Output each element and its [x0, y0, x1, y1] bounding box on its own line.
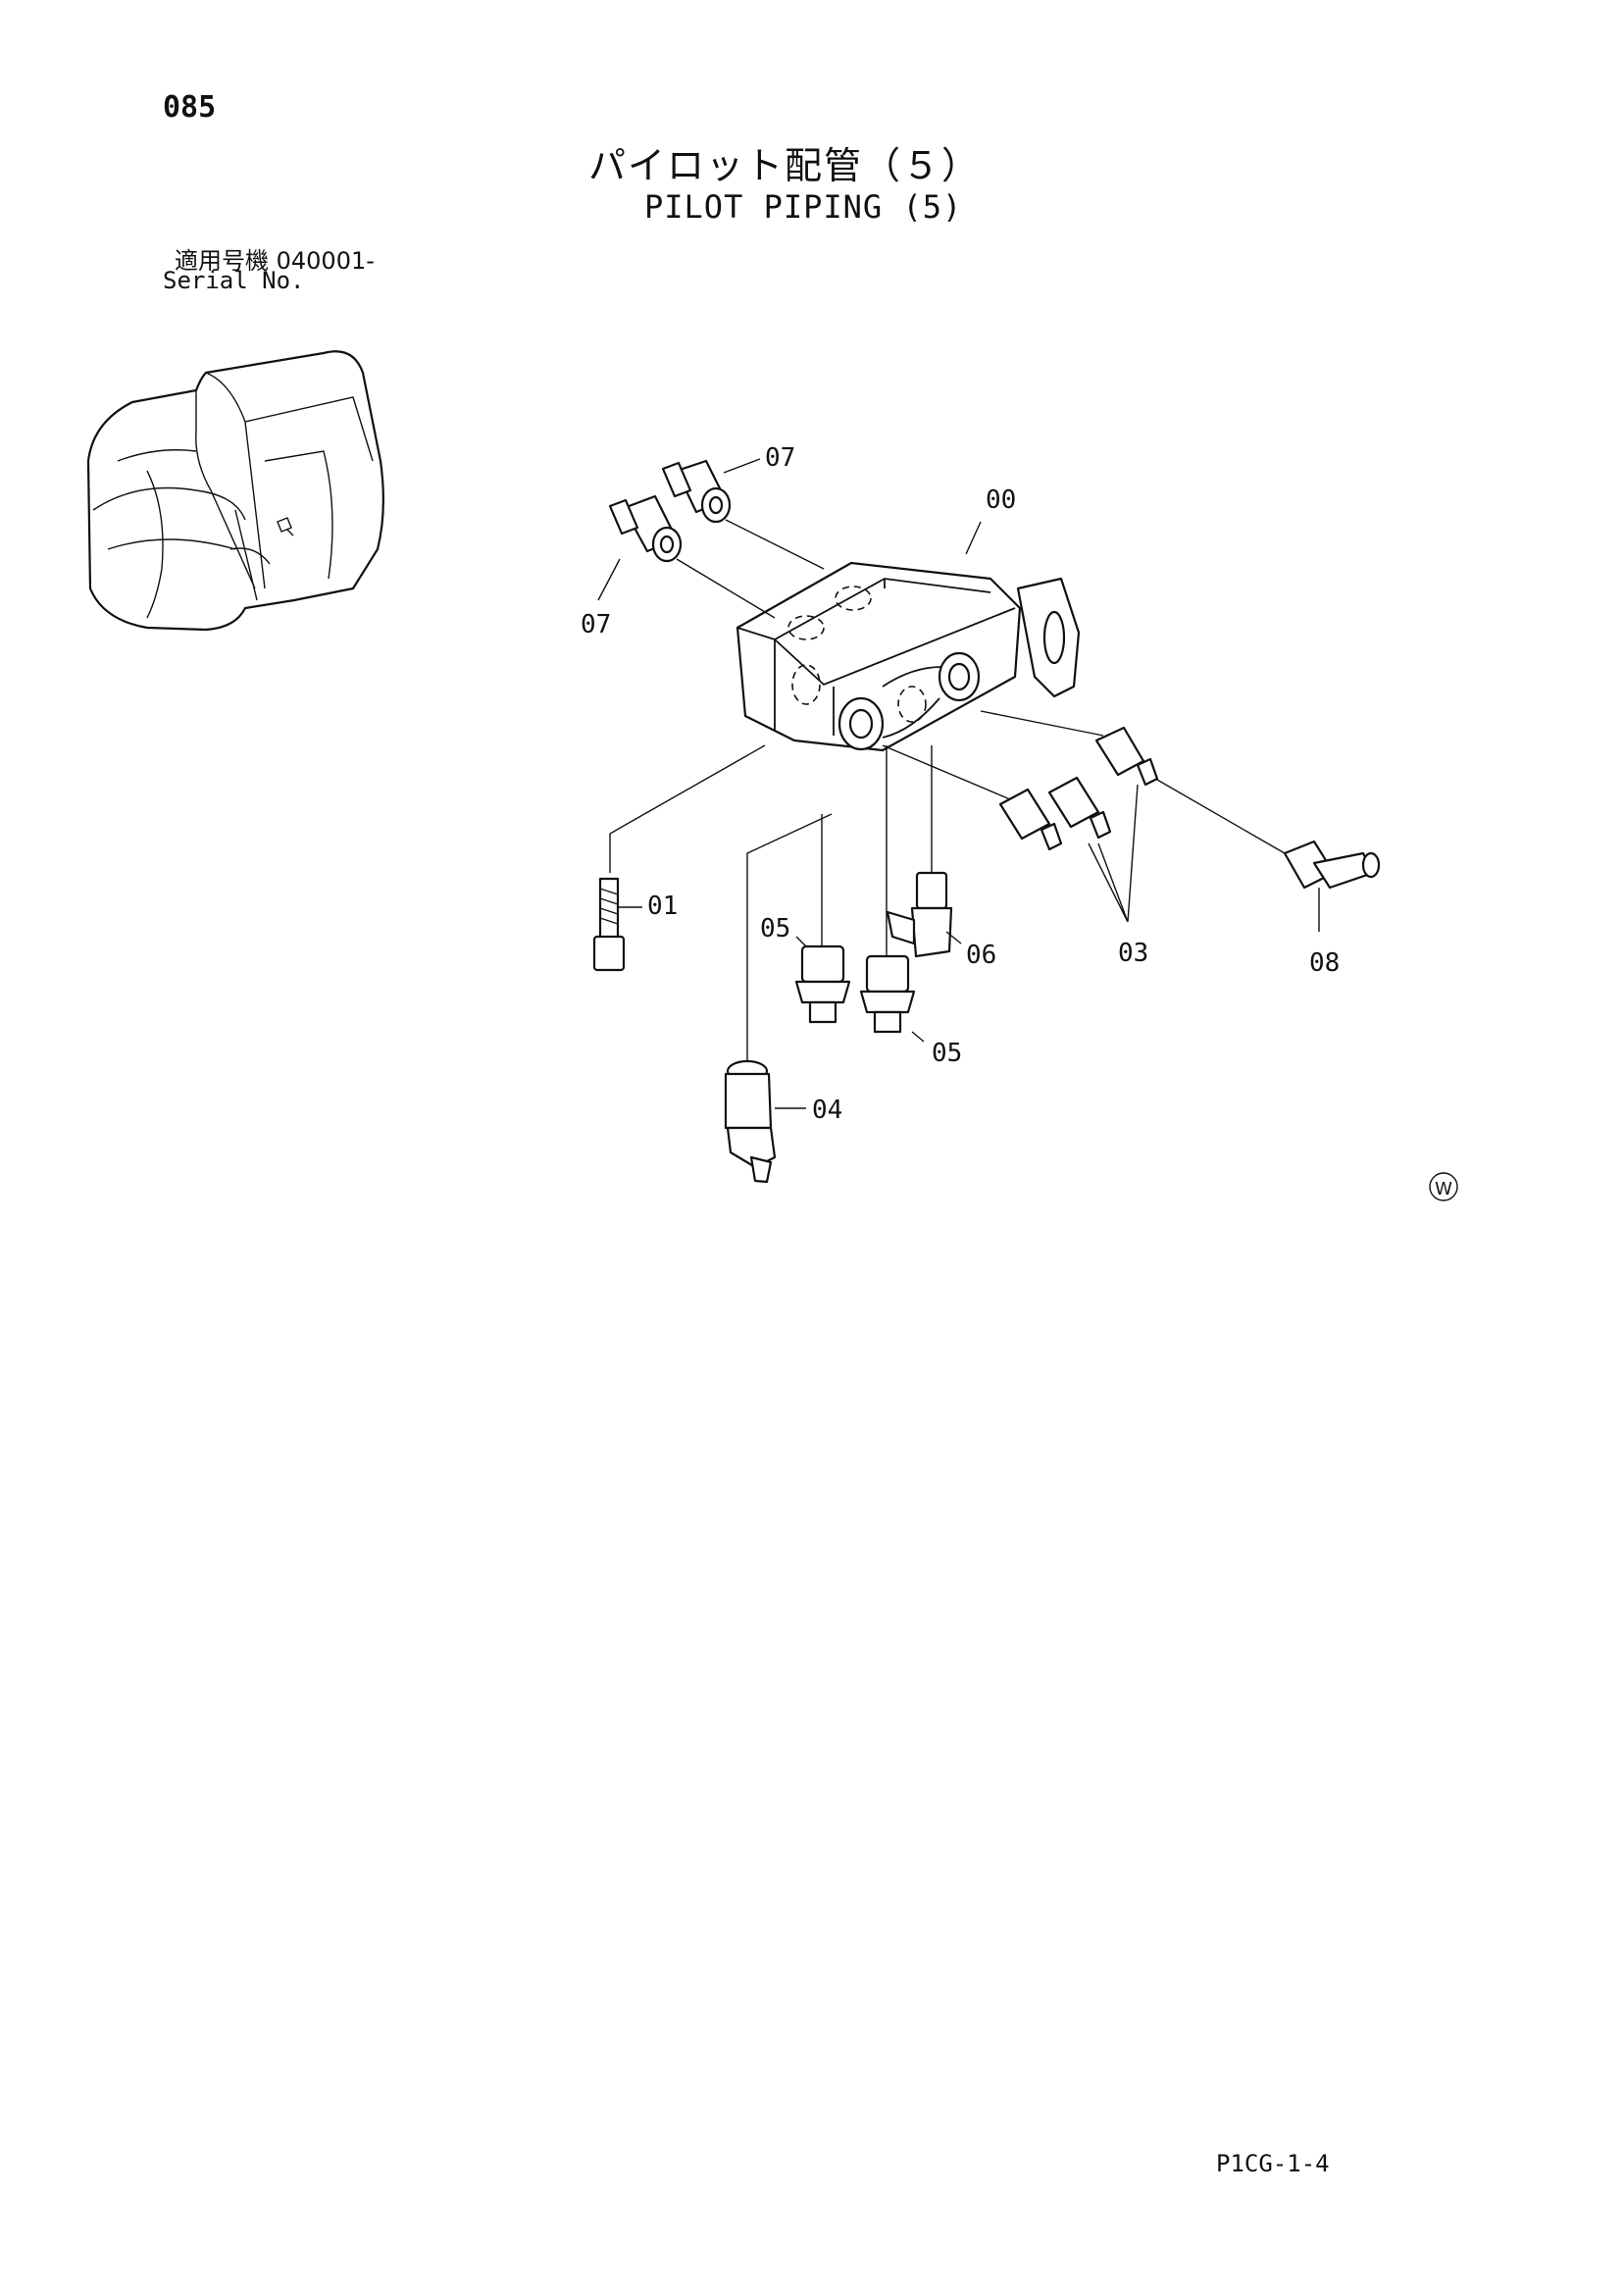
callout-08: 08: [1309, 948, 1340, 978]
callout-06: 06: [966, 941, 996, 970]
fitting-03-b: [1047, 776, 1112, 840]
callout-04: 04: [812, 1096, 842, 1125]
svg-text:W: W: [1435, 1179, 1452, 1199]
callout-07-upper: 07: [765, 443, 795, 473]
fitting-03-a: [998, 788, 1063, 851]
drawing-code: P1CG-1-4: [1216, 2150, 1330, 2177]
page-number: 085: [163, 90, 217, 125]
page-title-japanese: パイロット配管（５）: [588, 144, 982, 187]
fitting-07-upper: [661, 459, 732, 524]
callout-05-left: 05: [760, 914, 790, 944]
callout-00: 00: [986, 485, 1016, 515]
circled-w-mark: W: [1429, 1172, 1458, 1201]
callout-03: 03: [1118, 939, 1148, 968]
page-title-english: PILOT PIPING (5): [644, 188, 963, 226]
machine-overview-illustration: [86, 350, 384, 632]
fitting-05-left: [794, 944, 851, 1024]
valve-block: [736, 561, 1081, 752]
elbow-fitting-06: [886, 871, 953, 958]
serial-label-japanese: 適用号機 040001-: [175, 247, 375, 275]
fitting-05-right: [859, 954, 916, 1034]
serial-label-english: Serial No.: [163, 267, 305, 294]
bolt-01: [592, 877, 626, 972]
fitting-07-lower: [608, 494, 683, 563]
fitting-04: [724, 1059, 777, 1184]
callout-07-lower: 07: [581, 610, 611, 639]
callout-05-right: 05: [932, 1039, 962, 1068]
callout-01: 01: [647, 892, 678, 921]
fitting-03-c: [1094, 726, 1159, 787]
elbow-fitting-08: [1283, 840, 1381, 890]
